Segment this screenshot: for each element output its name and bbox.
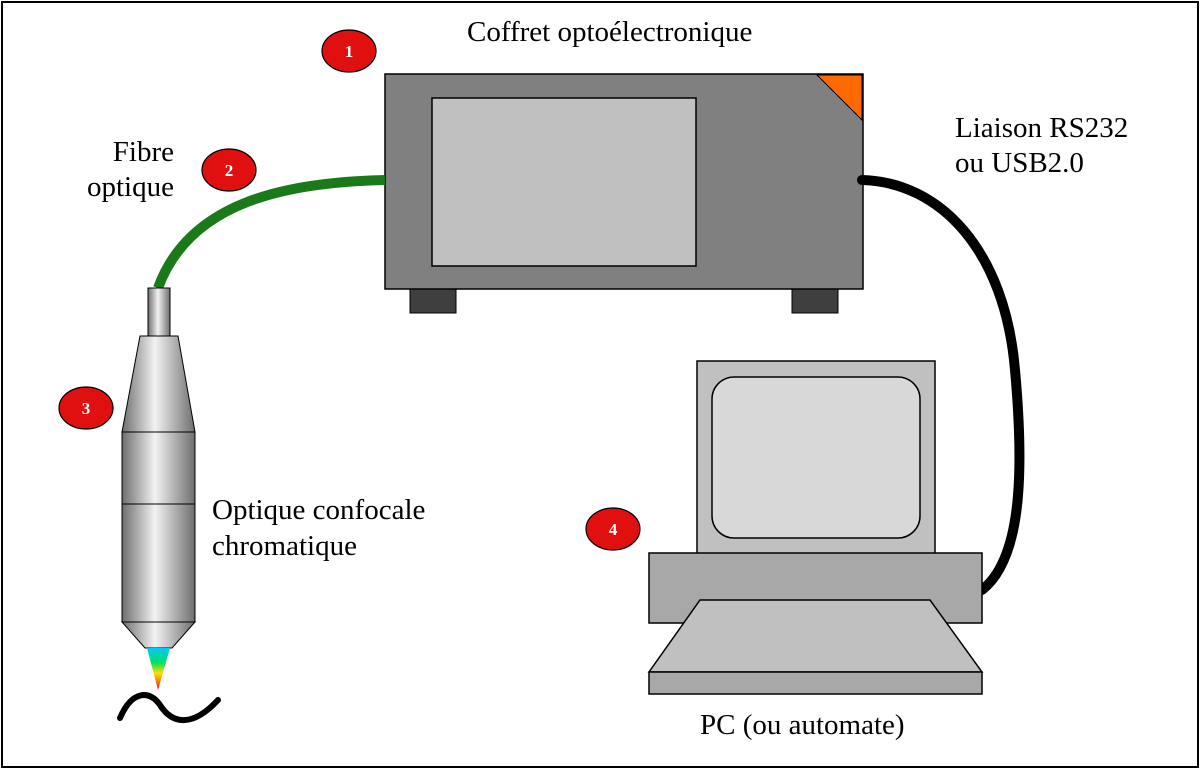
pc-monitor-screen — [711, 376, 921, 539]
marker-4: 4 — [585, 507, 641, 551]
pc — [647, 360, 984, 695]
data-cable — [857, 175, 1025, 595]
optic-segment-upper — [121, 431, 196, 505]
label-optic-line2: chromatique — [212, 530, 357, 562]
marker-4-number: 4 — [609, 520, 618, 539]
label-box: Coffret optoélectronique — [467, 16, 752, 48]
marker-3-number: 3 — [82, 399, 91, 418]
confocal-optic — [117, 287, 221, 724]
label-link-line1: Liaison RS232 — [955, 112, 1128, 144]
box-screen — [431, 97, 697, 267]
optoelectronic-box — [384, 73, 864, 314]
label-link-line2: ou USB2.0 — [955, 147, 1084, 179]
label-pc: PC (ou automate) — [700, 709, 905, 741]
marker-3: 3 — [58, 386, 114, 430]
box-foot-right — [791, 287, 839, 314]
pc-keyboard — [647, 599, 984, 673]
pc-keyboard-front — [648, 671, 983, 695]
label-fiber-line2: optique — [87, 171, 174, 203]
label-optic-line1: Optique confocale — [212, 494, 425, 526]
marker-1: 1 — [321, 29, 377, 73]
marker-1-number: 1 — [345, 42, 354, 61]
measured-surface-wave — [117, 692, 221, 724]
marker-2-number: 2 — [225, 161, 234, 180]
label-fiber-line1: Fibre — [113, 136, 174, 168]
box-corner-indicator — [815, 74, 863, 122]
box-foot-left — [409, 287, 457, 314]
marker-2: 2 — [201, 148, 257, 192]
optic-tip — [120, 621, 197, 649]
optic-segment-lower — [121, 503, 196, 623]
optic-connector — [147, 287, 171, 337]
fiber-optic-cable — [153, 175, 386, 290]
chromatic-light-beam — [147, 648, 170, 690]
